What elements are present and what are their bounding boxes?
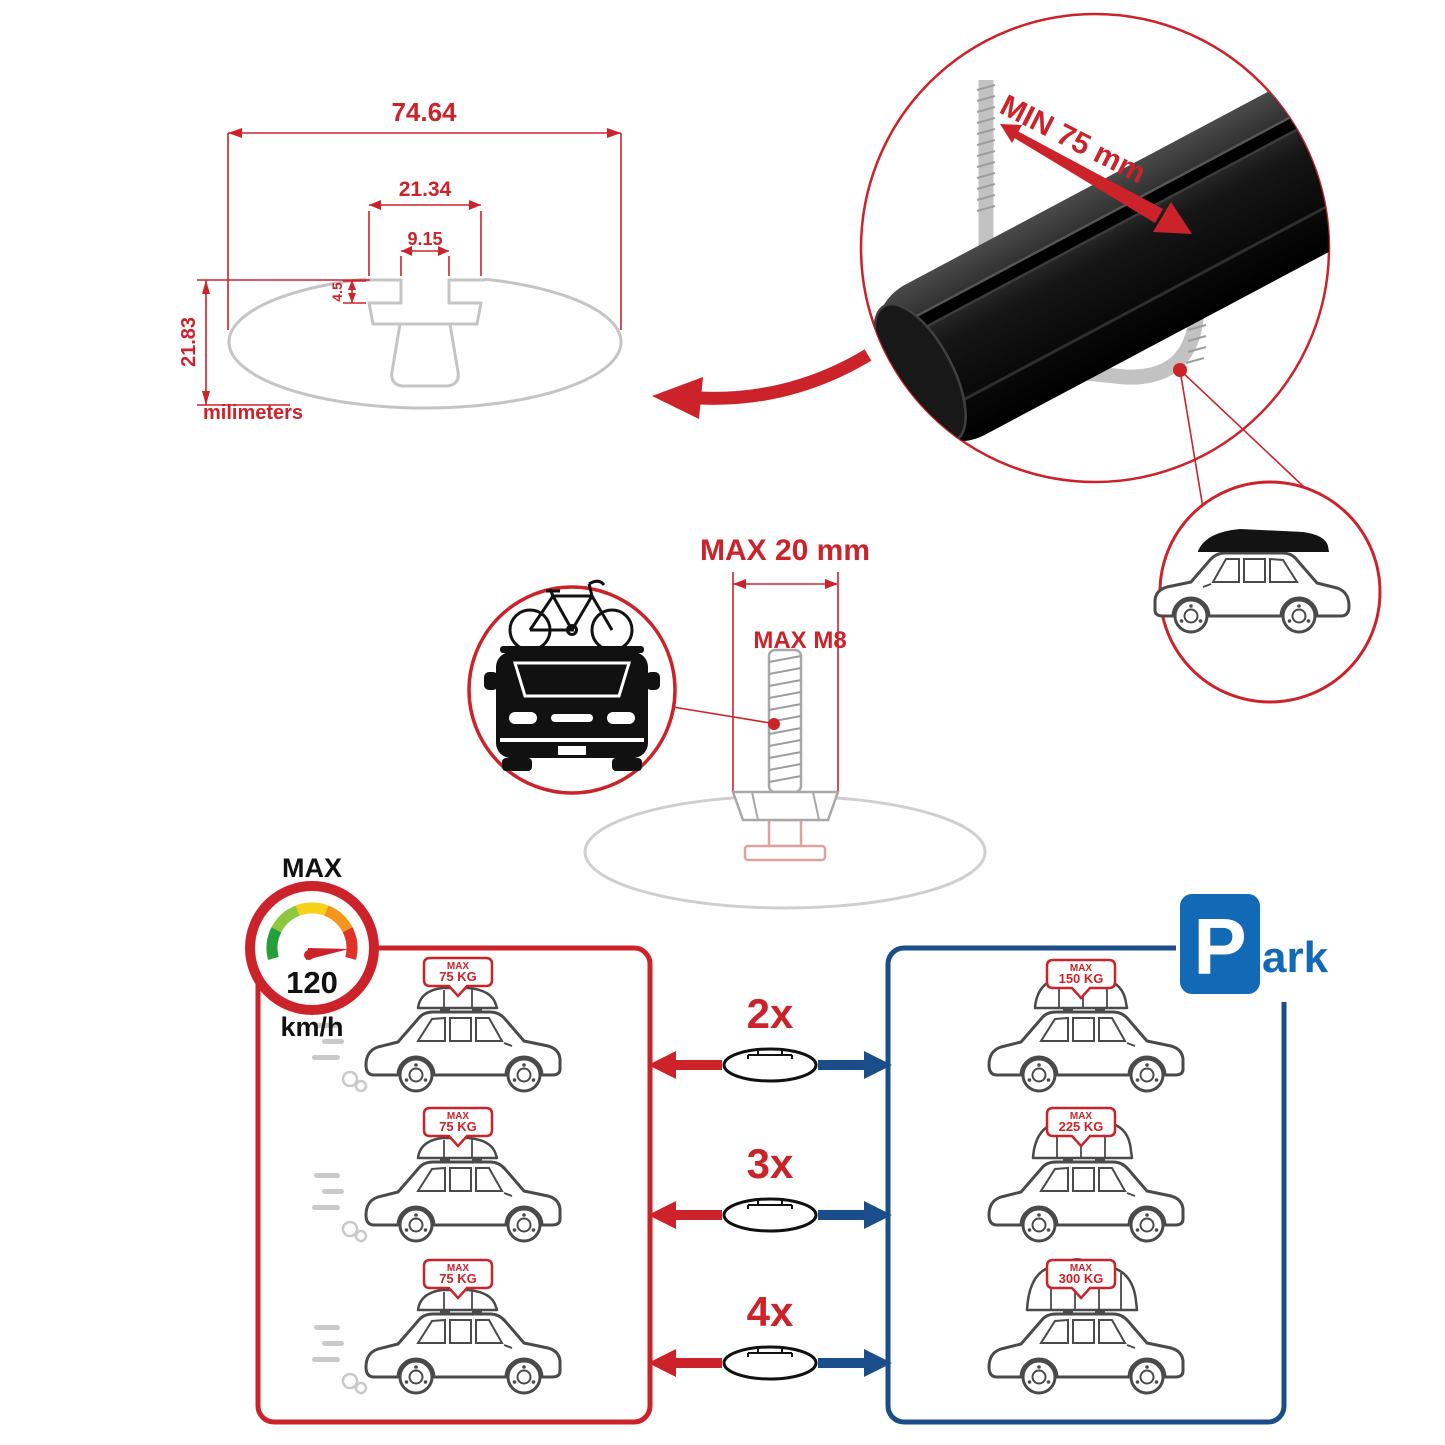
load-tag-row2-driving: MAX 75 KG [422, 1106, 494, 1148]
dim-label-slot-opening: 9.15 [407, 229, 442, 249]
bar-count-label: 2x [747, 990, 794, 1037]
car-front-icon [484, 646, 660, 771]
parking-sign-board [1180, 894, 1260, 994]
roof-box-icon [1198, 529, 1329, 552]
max-length-label: MAX 20 mm [700, 534, 870, 567]
svg-text:MAX: MAX [447, 1263, 470, 1274]
bike-car-circle [467, 579, 771, 795]
dim-label-lip-depth: 4.5 [329, 282, 345, 302]
dim-label-total-width: 74.64 [391, 97, 457, 127]
bolt-callout-dot [768, 718, 780, 730]
load-tag-row1-driving: MAX 75 KG [422, 956, 494, 998]
svg-text:225 KG: 225 KG [1059, 1119, 1104, 1134]
dim-label-slot-outer: 21.34 [399, 178, 452, 201]
profile-slot-outline [364, 278, 486, 388]
crossbar-section-icon [722, 1197, 818, 1233]
speed-max-label: MAX [282, 853, 342, 883]
load-tag-row1-parked: MAX 150 KG [1045, 958, 1117, 1000]
svg-text:MAX: MAX [1070, 963, 1093, 974]
dim-label-total-height: 21.83 [178, 317, 200, 367]
right-arrow-icon [818, 1201, 892, 1229]
svg-text:75 KG: 75 KG [439, 1271, 477, 1286]
left-arrow-icon [648, 1051, 722, 1079]
svg-text:MAX: MAX [447, 1111, 470, 1122]
svg-text:75 KG: 75 KG [439, 969, 477, 984]
left-arrow-icon [648, 1201, 722, 1229]
svg-text:MAX: MAX [1070, 1263, 1093, 1274]
bar-count-label: 3x [747, 1140, 794, 1187]
bolt-spec-diagram: MAX 20 mm MAX M8 [583, 534, 987, 910]
dimension-lines [197, 128, 622, 406]
svg-text:300 KG: 300 KG [1059, 1271, 1104, 1286]
load-tag-row3-parked: MAX 300 KG [1045, 1258, 1117, 1300]
load-tag-row3-driving: MAX 75 KG [422, 1258, 494, 1300]
speed-value: 120 [286, 965, 338, 1000]
svg-text:MAX: MAX [447, 961, 470, 972]
right-arrow-icon [818, 1349, 892, 1377]
parking-sign-letter: P [1193, 902, 1246, 991]
crossbar-section-icon [722, 1047, 818, 1083]
min-span-arrow [1000, 124, 1192, 234]
crossbar-section-icon [722, 1345, 818, 1381]
bar-count-row-2: 3x [648, 1140, 892, 1233]
speed-limit-gauge: MAX 120 km/h [245, 853, 379, 1042]
svg-text:75 KG: 75 KG [439, 1119, 477, 1134]
svg-text:150 KG: 150 KG [1059, 971, 1104, 986]
parking-sign-suffix: ark [1262, 933, 1329, 982]
roofbox-suv-circle [1155, 480, 1382, 704]
profile-dimension-drawing: 74.64 21.34 9.15 4.5 21.83 milimeters [178, 97, 623, 424]
max-thread-label: MAX M8 [753, 627, 846, 654]
bar-count-label: 4x [747, 1288, 794, 1335]
speed-unit: km/h [280, 1012, 343, 1042]
speedometer-icon [245, 881, 379, 1015]
bolt-icon [731, 648, 840, 862]
zoom-callout-arrow [652, 349, 872, 419]
parking-sign: P ark [1176, 890, 1329, 1002]
svg-text:MAX: MAX [1070, 1111, 1093, 1122]
right-arrow-icon [818, 1051, 892, 1079]
crossbar-zoom-circle: MIN 75 mm [859, 12, 1339, 520]
roofbox-suv-icon [1155, 529, 1349, 632]
dim-units-label: milimeters [203, 402, 303, 424]
bar-count-row-1: 2x [648, 990, 892, 1083]
left-arrow-icon [648, 1349, 722, 1377]
load-tag-row2-parked: MAX 225 KG [1045, 1106, 1117, 1148]
bar-count-row-3: 4x [648, 1288, 892, 1381]
